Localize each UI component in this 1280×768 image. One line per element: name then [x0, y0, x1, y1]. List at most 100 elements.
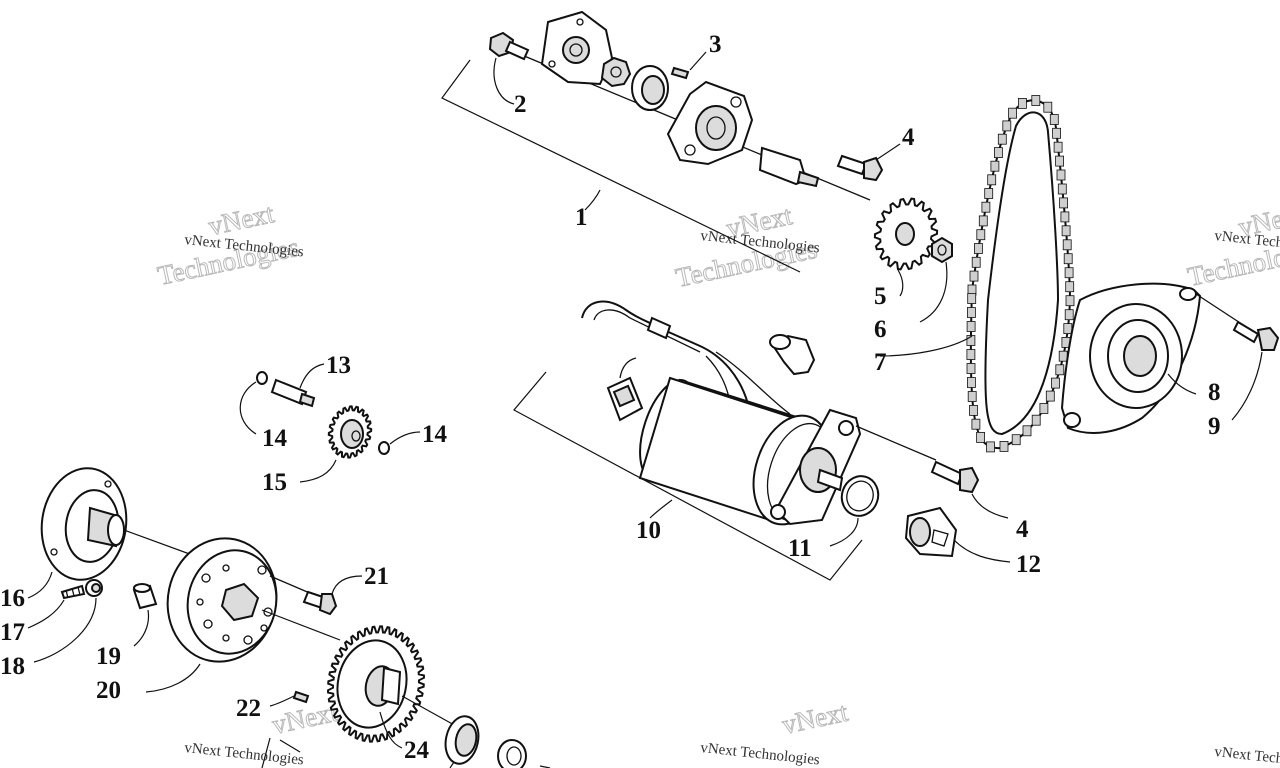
chain-link — [1059, 197, 1068, 209]
flywheel-20 — [166, 537, 278, 663]
leader-9 — [1231, 351, 1263, 421]
leader-4-top — [875, 143, 901, 161]
chain-link — [1031, 95, 1041, 106]
chain-link — [971, 418, 981, 430]
leader-20 — [145, 663, 201, 693]
chain-link — [986, 441, 995, 453]
chain-link — [1053, 141, 1063, 153]
leader-5 — [897, 269, 904, 297]
watermark-4: vNext — [269, 696, 341, 740]
leader-15 — [299, 459, 337, 483]
chain-link — [1064, 309, 1074, 321]
chain-link — [976, 229, 986, 241]
callout-3: 3 — [709, 31, 722, 58]
chain-link — [981, 201, 991, 213]
chain-link — [1051, 377, 1060, 389]
callout-14-right: 14 — [422, 421, 448, 448]
terminal-boot — [769, 334, 816, 376]
chain-link — [1043, 101, 1053, 113]
callout-9: 9 — [1208, 413, 1221, 440]
bolt-21-axis — [269, 575, 313, 595]
callout-1: 1 — [575, 204, 588, 231]
sprocket-5 — [873, 197, 939, 271]
chain-link — [1022, 425, 1032, 437]
inner-rotor — [600, 56, 632, 88]
chain-link — [971, 256, 981, 268]
callout-2: 2 — [514, 91, 527, 118]
callout-5: 5 — [874, 283, 887, 310]
chain-link — [1063, 253, 1073, 265]
chain-link — [984, 188, 994, 199]
group-bottom-bracket-2 — [279, 739, 301, 753]
button-18 — [85, 579, 103, 597]
leader-1 — [584, 189, 601, 211]
chain-link — [1065, 295, 1075, 307]
callout-7: 7 — [874, 349, 887, 376]
chain-link — [967, 293, 977, 304]
chain-link — [966, 349, 976, 360]
chain-link — [1052, 127, 1061, 139]
outer-rotor — [631, 65, 669, 111]
starter-motor-body — [638, 376, 834, 526]
chain-link — [967, 307, 976, 318]
callout-22: 22 — [236, 695, 261, 722]
chain-link — [1011, 434, 1021, 446]
leader-bearing — [449, 761, 455, 768]
watermark-vnext-text: vNext — [780, 697, 851, 740]
bolt-9 — [1232, 320, 1280, 351]
leader-17 — [27, 599, 65, 629]
chain-link — [967, 377, 976, 388]
callout-16: 16 — [0, 585, 25, 612]
chain-link — [969, 404, 978, 416]
callout-20: 20 — [96, 677, 121, 704]
leader-19 — [133, 609, 150, 647]
leader-2 — [493, 57, 515, 105]
leader-13 — [299, 363, 325, 389]
chain-link — [1045, 390, 1055, 402]
needle-bearing — [444, 715, 480, 765]
chain-link — [966, 363, 976, 374]
watermark-5: vNext — [779, 696, 851, 740]
callout-8: 8 — [1208, 379, 1221, 406]
chain-link — [967, 391, 977, 402]
idler-gear-15 — [327, 405, 373, 459]
chain-link — [966, 335, 976, 346]
chain-link — [987, 174, 997, 186]
chain-7 — [966, 95, 1075, 453]
leader-18 — [33, 597, 97, 663]
bolt-4-axis — [855, 425, 937, 461]
watermark-vnext-text: vNext — [270, 697, 341, 740]
chain-link — [994, 147, 1003, 159]
flywheel-axis-right — [261, 609, 341, 641]
callout-17: 17 — [0, 619, 25, 646]
leader-11 — [829, 517, 859, 547]
watermark-caption-text: vNext Technologies — [700, 740, 821, 768]
nut-6 — [931, 236, 953, 264]
chain-link — [969, 270, 979, 282]
leader-16 — [27, 571, 53, 599]
starter-driven-gear-24 — [326, 625, 426, 743]
chain-link — [1061, 225, 1071, 237]
chain-link — [1008, 107, 1017, 119]
idler-pin-13 — [256, 371, 316, 408]
bolt-2 — [488, 31, 530, 61]
leader-24 — [379, 711, 403, 749]
spring-17 — [60, 584, 86, 600]
pin-3 — [670, 66, 690, 80]
callout-6: 6 — [874, 316, 887, 343]
chain-link — [1002, 120, 1012, 132]
pump-body — [666, 80, 754, 166]
callout-18: 18 — [0, 653, 25, 680]
leader-6 — [919, 261, 948, 323]
leader-14-right — [389, 431, 421, 445]
callout-12: 12 — [1016, 551, 1041, 578]
callout-4-top: 4 — [902, 124, 915, 151]
chain-link — [1018, 98, 1027, 109]
callout-14-left: 14 — [262, 425, 288, 452]
leader-14-left — [239, 381, 257, 435]
starter-motor-flange — [770, 408, 862, 526]
chain-link — [1055, 364, 1065, 376]
chain-link — [1058, 350, 1068, 362]
